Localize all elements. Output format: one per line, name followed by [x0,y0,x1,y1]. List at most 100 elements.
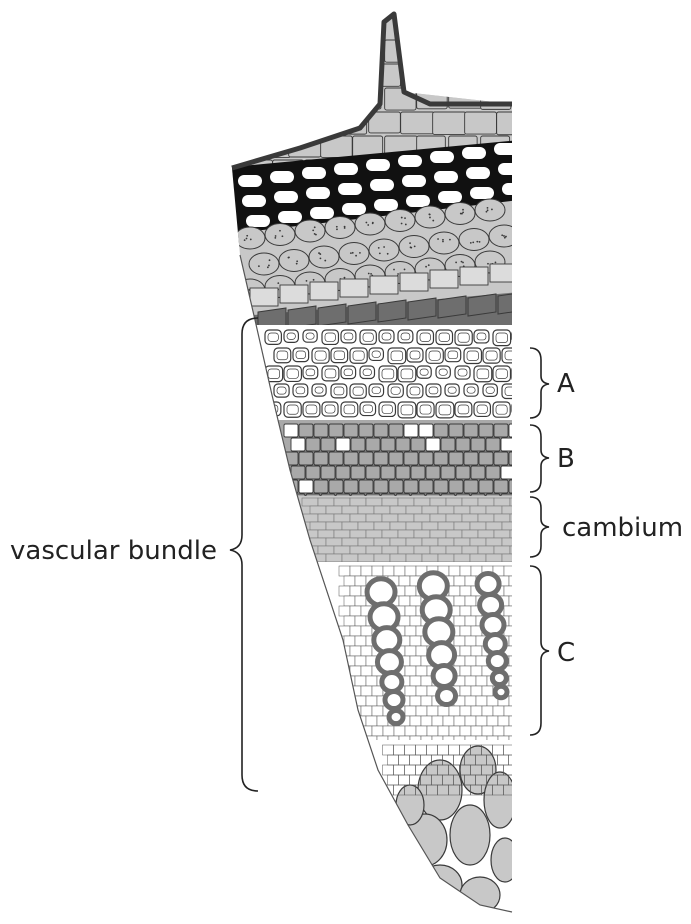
cambium-cell [390,554,406,562]
sclerenchyma-lumen [498,163,522,175]
layer-a-cell [331,348,348,363]
sclerenchyma-lumen [366,159,390,171]
layer-a-lumen [515,405,524,412]
sclerenchyma-lumen [434,171,458,183]
cambium-cell [454,538,470,546]
layer-a-cell [512,366,530,382]
cortex-dot [277,282,279,284]
cambium-cell [470,506,486,514]
sclerenchyma-lumen [430,151,454,163]
cambium-cell [310,554,326,562]
cortex-dot [437,238,439,240]
sclerenchyma-lumen [342,203,366,215]
brace-a [530,348,549,418]
layer-a-cell [293,348,309,362]
cambium-cell [486,506,502,514]
layer-c-cell [476,696,487,706]
cortex-cell [295,220,325,242]
cambium-cell [326,522,342,530]
epidermis-cell [433,64,463,85]
layer-c-cell [504,726,515,736]
layer-c-cell [410,656,421,666]
epidermis-cell [337,64,371,87]
layer-c-cell [410,636,421,646]
layer-c-cell [471,726,482,736]
layer-c-cell [410,616,421,626]
cortex-flat-cell [340,279,368,297]
layer-b-cell [456,438,470,451]
epidermis-cell [513,40,545,60]
layer-c-cell [350,746,361,756]
layer-b-cell [404,480,418,493]
layer-c-cell [449,726,460,736]
cambium-cell [342,554,358,562]
layer-a-cell [350,348,367,363]
cortex-cell [459,229,489,251]
cortex-dot [393,269,395,271]
layer-b-cell [344,452,358,465]
epidermis-cell [401,112,434,134]
cortex-dot [315,234,317,236]
epidermis-cell [241,112,272,133]
epidermis-cell [497,64,526,85]
cambium-cell [494,530,510,538]
cortex-dot [476,241,478,243]
layer-c-cell [460,666,471,676]
layer-c-cell [344,716,355,726]
layer-a-cell [369,384,384,397]
cortex-dot [486,211,488,213]
pith-net-cell [515,765,526,775]
layer-b-cell [494,480,508,493]
layer-c-cell [410,596,421,606]
cambium-cell [374,506,390,514]
layer-b-cell [381,466,395,479]
cortex-dot [269,259,271,261]
sclerenchyma-lumen [270,171,294,183]
cambium-cell [502,522,518,530]
layer-b-cell [299,452,313,465]
cambium-cell [510,498,526,506]
layer-a-cell [265,402,281,416]
layer-b-cell [321,438,335,451]
layer-b-cell [314,480,328,493]
cambium-cell [366,498,382,506]
cambium-cell [478,530,494,538]
layer-b-cell [411,466,425,479]
cambium-cell [470,522,486,530]
cambium-cell [478,498,494,506]
layer-b-cell [434,424,448,437]
sclerenchyma-lumen [502,183,526,195]
layer-c-cell [465,656,476,666]
layer-c-cell [366,676,377,686]
cambium-cell [390,506,406,514]
xylem-vessel [488,652,506,669]
cortex-dot [405,224,407,226]
layer-b-cell [434,452,448,465]
epidermis-cell [369,64,401,86]
sclerenchyma-lumen [438,191,462,203]
cambium-cell [438,522,454,530]
layer-a-lumen [515,369,527,379]
layer-b-cell [306,466,320,479]
epidermis-cell [513,88,545,112]
sclerenchyma-lumen [278,211,302,223]
layer-b-cell [479,424,493,437]
layer-a-cell [493,402,510,417]
layer-a-cell [455,330,472,345]
layer-c-cell [355,636,366,646]
sclerenchyma-lumen [238,175,262,187]
layer-c-cell [421,696,432,706]
layer-c-cell [421,716,432,726]
cambium-cell [462,514,478,522]
cortex-dot [246,238,248,240]
cambium-cell [446,546,462,554]
cortex-dot [378,247,380,249]
layer-a-cell [360,366,375,379]
layer-c-cell [482,726,493,736]
layer-c-cell [509,596,520,606]
cortex-dot [368,273,370,275]
layer-c-cell [383,566,394,576]
cambium-cell [454,554,470,562]
cambium-cell [366,546,382,554]
cortex-dot [462,262,464,264]
